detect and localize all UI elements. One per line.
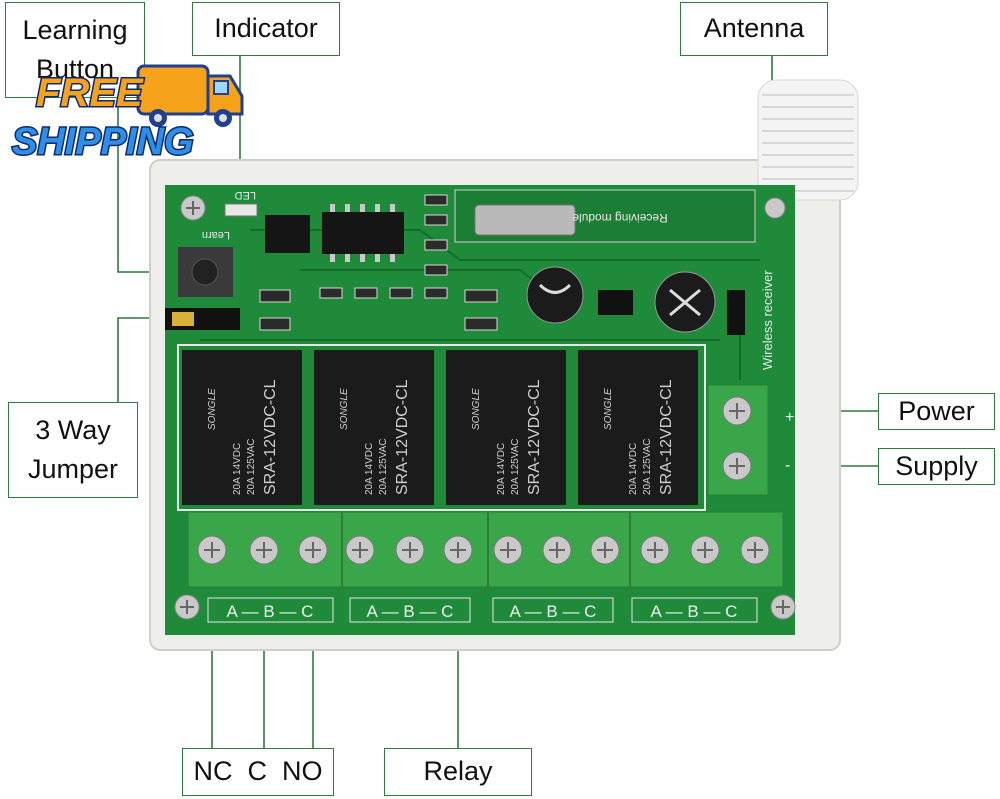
power-minus: -: [785, 457, 790, 474]
power-plus: +: [785, 409, 794, 426]
module-label: Receiving module: [572, 211, 668, 225]
terminal-group-1: A — B — C: [227, 602, 314, 621]
svg-text:20A 125VAC: 20A 125VAC: [642, 438, 653, 495]
svg-text:SONGLE: SONGLE: [339, 388, 350, 430]
side-label: Wireless receiver: [760, 270, 775, 370]
ic-2: [322, 212, 404, 254]
capacitor-1: [526, 266, 584, 324]
relay-3: SRA-12VDC-CL 20A 14VDC 20A 125VAC SONGLE: [446, 350, 566, 505]
antenna-coil: [757, 79, 859, 201]
svg-text:SONGLE: SONGLE: [471, 388, 482, 430]
svg-text:SRA-12VDC-CL: SRA-12VDC-CL: [658, 379, 675, 495]
jumper-callout: 3 Way Jumper: [8, 402, 138, 498]
svg-text:SRA-12VDC-CL: SRA-12VDC-CL: [262, 379, 279, 495]
nc-c-no-callout: NC C NO: [182, 748, 334, 796]
svg-text:20A 125VAC: 20A 125VAC: [510, 438, 521, 495]
relay-2: SRA-12VDC-CL 20A 14VDC 20A 125VAC SONGLE: [314, 350, 434, 505]
terminal-group-4: A — B — C: [651, 602, 738, 621]
svg-text:SONGLE: SONGLE: [207, 388, 218, 430]
regulator: [598, 290, 633, 315]
svg-text:SRA-12VDC-CL: SRA-12VDC-CL: [394, 379, 411, 495]
terminal-group-2: A — B — C: [367, 602, 454, 621]
learning-button-label-2: Button: [35, 54, 115, 85]
svg-text:20A 14VDC: 20A 14VDC: [232, 443, 243, 495]
jumper-label-1: 3 Way: [35, 414, 111, 445]
learning-button-callout: Learning Button: [5, 2, 145, 98]
badge-shipping: SHIPPING: [12, 121, 194, 163]
ic-1: [265, 215, 310, 253]
svg-text:SRA-12VDC-CL: SRA-12VDC-CL: [526, 379, 543, 495]
jumper-label-2: Jumper: [27, 454, 119, 484]
antenna-callout: Antenna: [680, 2, 828, 56]
power-terminal: + -: [707, 384, 794, 496]
terminal-group-3: A — B — C: [510, 602, 597, 621]
learn-button-cap: [191, 258, 219, 286]
crystal: [474, 204, 576, 236]
svg-text:20A 14VDC: 20A 14VDC: [628, 443, 639, 495]
truck-icon: [136, 64, 244, 127]
svg-text:SONGLE: SONGLE: [603, 388, 614, 430]
silk-led: LED: [235, 189, 256, 201]
svg-text:20A 125VAC: 20A 125VAC: [378, 438, 389, 495]
terminal-group-labels: A — B — C A — B — C A — B — C A — B — C: [207, 597, 758, 623]
badge-free: FREE: [36, 71, 144, 115]
free-shipping-badge: FREE SHIPPING: [11, 64, 244, 165]
relay-1: SRA-12VDC-CL 20A 14VDC 20A 125VAC SONGLE: [182, 350, 302, 505]
silk-learn: Learn: [202, 229, 230, 241]
screws: [174, 195, 796, 620]
svg-text:20A 14VDC: 20A 14VDC: [496, 443, 507, 495]
output-terminals: [187, 511, 784, 588]
diode: [727, 290, 745, 335]
relay-4: SRA-12VDC-CL 20A 14VDC 20A 125VAC SONGLE: [578, 350, 698, 505]
supply-callout: Supply: [878, 448, 995, 485]
svg-text:20A 125VAC: 20A 125VAC: [246, 438, 257, 495]
learning-button-label-1: Learning: [22, 15, 128, 45]
indicator-callout: Indicator: [192, 2, 340, 56]
relay-bank: SRA-12VDC-CL 20A 14VDC 20A 125VAC SONGLE…: [182, 350, 698, 505]
relay-outline: [177, 344, 706, 511]
relay-callout: Relay: [384, 748, 532, 796]
power-callout: Power: [878, 393, 995, 430]
indicator-led: [224, 203, 258, 217]
svg-text:20A 14VDC: 20A 14VDC: [364, 443, 375, 495]
